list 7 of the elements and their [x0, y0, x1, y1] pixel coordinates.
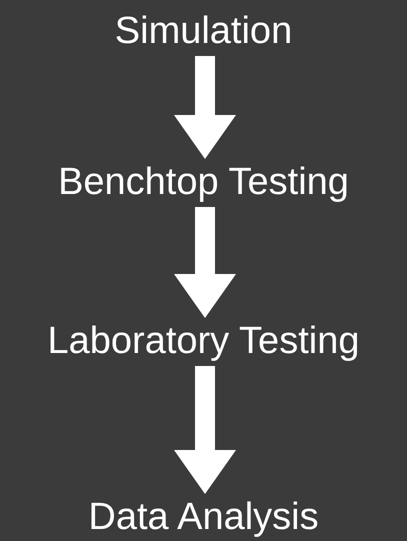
- arrow: [174, 366, 236, 494]
- step-label: Simulation: [114, 9, 292, 54]
- step-label: Laboratory Testing: [48, 319, 360, 364]
- arrow: [174, 56, 236, 159]
- step-label: Benchtop Testing: [58, 160, 349, 205]
- arrow: [174, 207, 236, 318]
- step-label: Data Analysis: [88, 495, 319, 540]
